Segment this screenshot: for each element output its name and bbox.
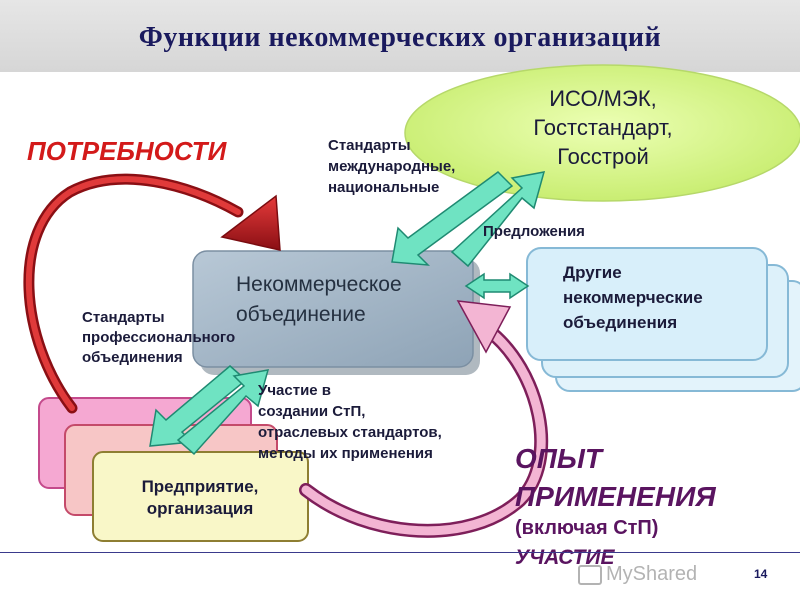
iso-ellipse	[404, 64, 800, 202]
other-nonprofits-stack	[526, 247, 800, 392]
needs-arrow-inner	[25, 176, 241, 411]
participation-arrow	[176, 369, 270, 456]
page-number: 14	[754, 567, 768, 581]
watermark-icon	[578, 564, 602, 585]
needs-arrowhead	[220, 194, 281, 251]
standards-intl-arrow	[391, 171, 514, 266]
watermark: MyShared	[578, 540, 697, 586]
participation-label: Участие в создании СтП, отраслевых станд…	[258, 382, 442, 462]
page-title: Функции некоммерческих организаций	[138, 22, 662, 53]
title-band	[0, 0, 800, 72]
experience-arrow-inner	[301, 325, 546, 536]
standards-intl-label: Стандарты международные, национальные	[328, 137, 456, 196]
standards-prof-label: Стандарты профессионального объединения	[82, 309, 236, 366]
including-label: (включая СтП)	[515, 517, 659, 539]
proposals-label: Предложения	[483, 223, 585, 240]
footer-line	[0, 552, 800, 553]
iso-label: ИСО/МЭК, Гостстандарт, Госстрой	[533, 86, 673, 169]
enterprise-label: Предприятие, организация	[141, 477, 259, 518]
exchange-arrow	[464, 272, 530, 300]
experience-arrowhead	[456, 300, 512, 354]
watermark-text: MyShared	[606, 563, 698, 585]
other-nonprofits-label: Другие некоммерческие объединения	[563, 263, 703, 332]
proposals-arrow	[450, 171, 546, 268]
participation-caps-label: УЧАСТИЕ	[515, 546, 615, 569]
nonprofit-label: Некоммерческое объединение	[236, 273, 402, 326]
needs-label: ПОТРЕБНОСТИ	[27, 136, 227, 166]
experience-label: ОПЫТ ПРИМЕНЕНИЯ	[515, 443, 716, 512]
standards-prof-arrow	[149, 365, 248, 447]
